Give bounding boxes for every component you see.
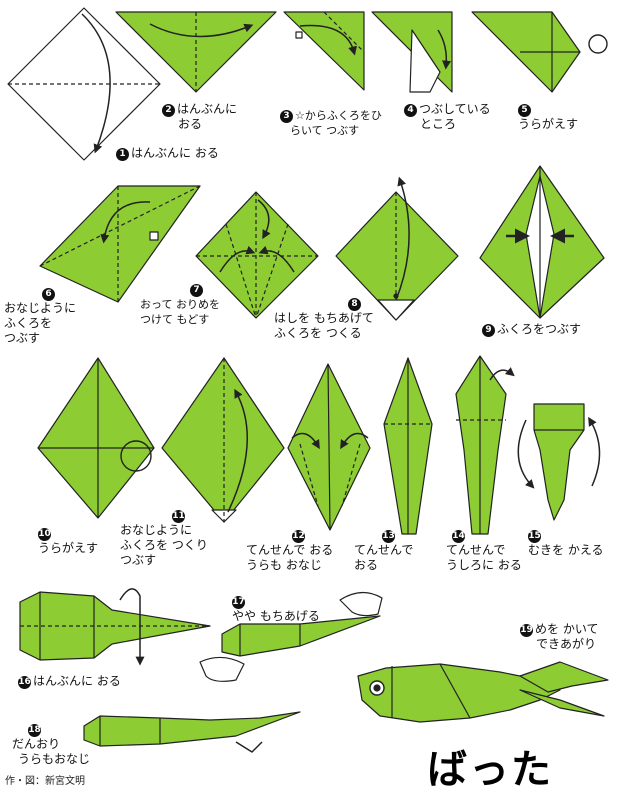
step-number: 16 xyxy=(18,676,31,689)
step-number: 5 xyxy=(518,104,531,117)
step-number: 9 xyxy=(482,324,495,337)
step-number: 15 xyxy=(528,530,541,543)
step-11-diagram xyxy=(161,357,285,523)
step-number: 17 xyxy=(232,596,245,609)
step-number: 1 xyxy=(116,148,129,161)
step-number: 2 xyxy=(162,104,175,117)
step-7-diagram xyxy=(195,191,319,319)
step-number: 13 xyxy=(382,530,395,543)
step-10-diagram xyxy=(37,357,155,519)
step-18-diagram xyxy=(83,711,301,753)
step-3-caption: 3☆からふくろをひらいて つぶす xyxy=(280,108,382,138)
step-number: 10 xyxy=(38,528,51,541)
step-3-diagram xyxy=(283,11,365,91)
step-number: 11 xyxy=(172,510,185,523)
step-2-diagram xyxy=(115,11,277,93)
step-12-diagram xyxy=(287,363,371,531)
page-title: ばった xyxy=(427,747,553,793)
step-5-diagram xyxy=(471,11,608,93)
step-19-grasshopper xyxy=(357,661,609,723)
step-number: 14 xyxy=(452,530,465,543)
step-number: 18 xyxy=(28,724,41,737)
step-4-diagram xyxy=(371,11,453,93)
step-number: 4 xyxy=(404,104,417,117)
step-number: 7 xyxy=(190,284,203,297)
step-number: 19 xyxy=(520,624,533,637)
step-15-diagram xyxy=(517,403,601,521)
step-9-diagram xyxy=(479,165,605,319)
step-number: 3 xyxy=(280,110,293,123)
step-13-diagram xyxy=(383,357,433,535)
step-number: 8 xyxy=(348,298,361,311)
step-6-diagram xyxy=(39,185,201,303)
step-number: 6 xyxy=(42,288,55,301)
step-16-diagram xyxy=(19,588,211,666)
step-number: 12 xyxy=(292,530,305,543)
step-17-diagram xyxy=(199,591,383,682)
step-14-diagram xyxy=(455,355,515,535)
step-8-diagram xyxy=(335,176,459,321)
author-credit: 作・図：新宮文明 xyxy=(5,776,85,787)
step-1-diagram xyxy=(7,7,161,161)
